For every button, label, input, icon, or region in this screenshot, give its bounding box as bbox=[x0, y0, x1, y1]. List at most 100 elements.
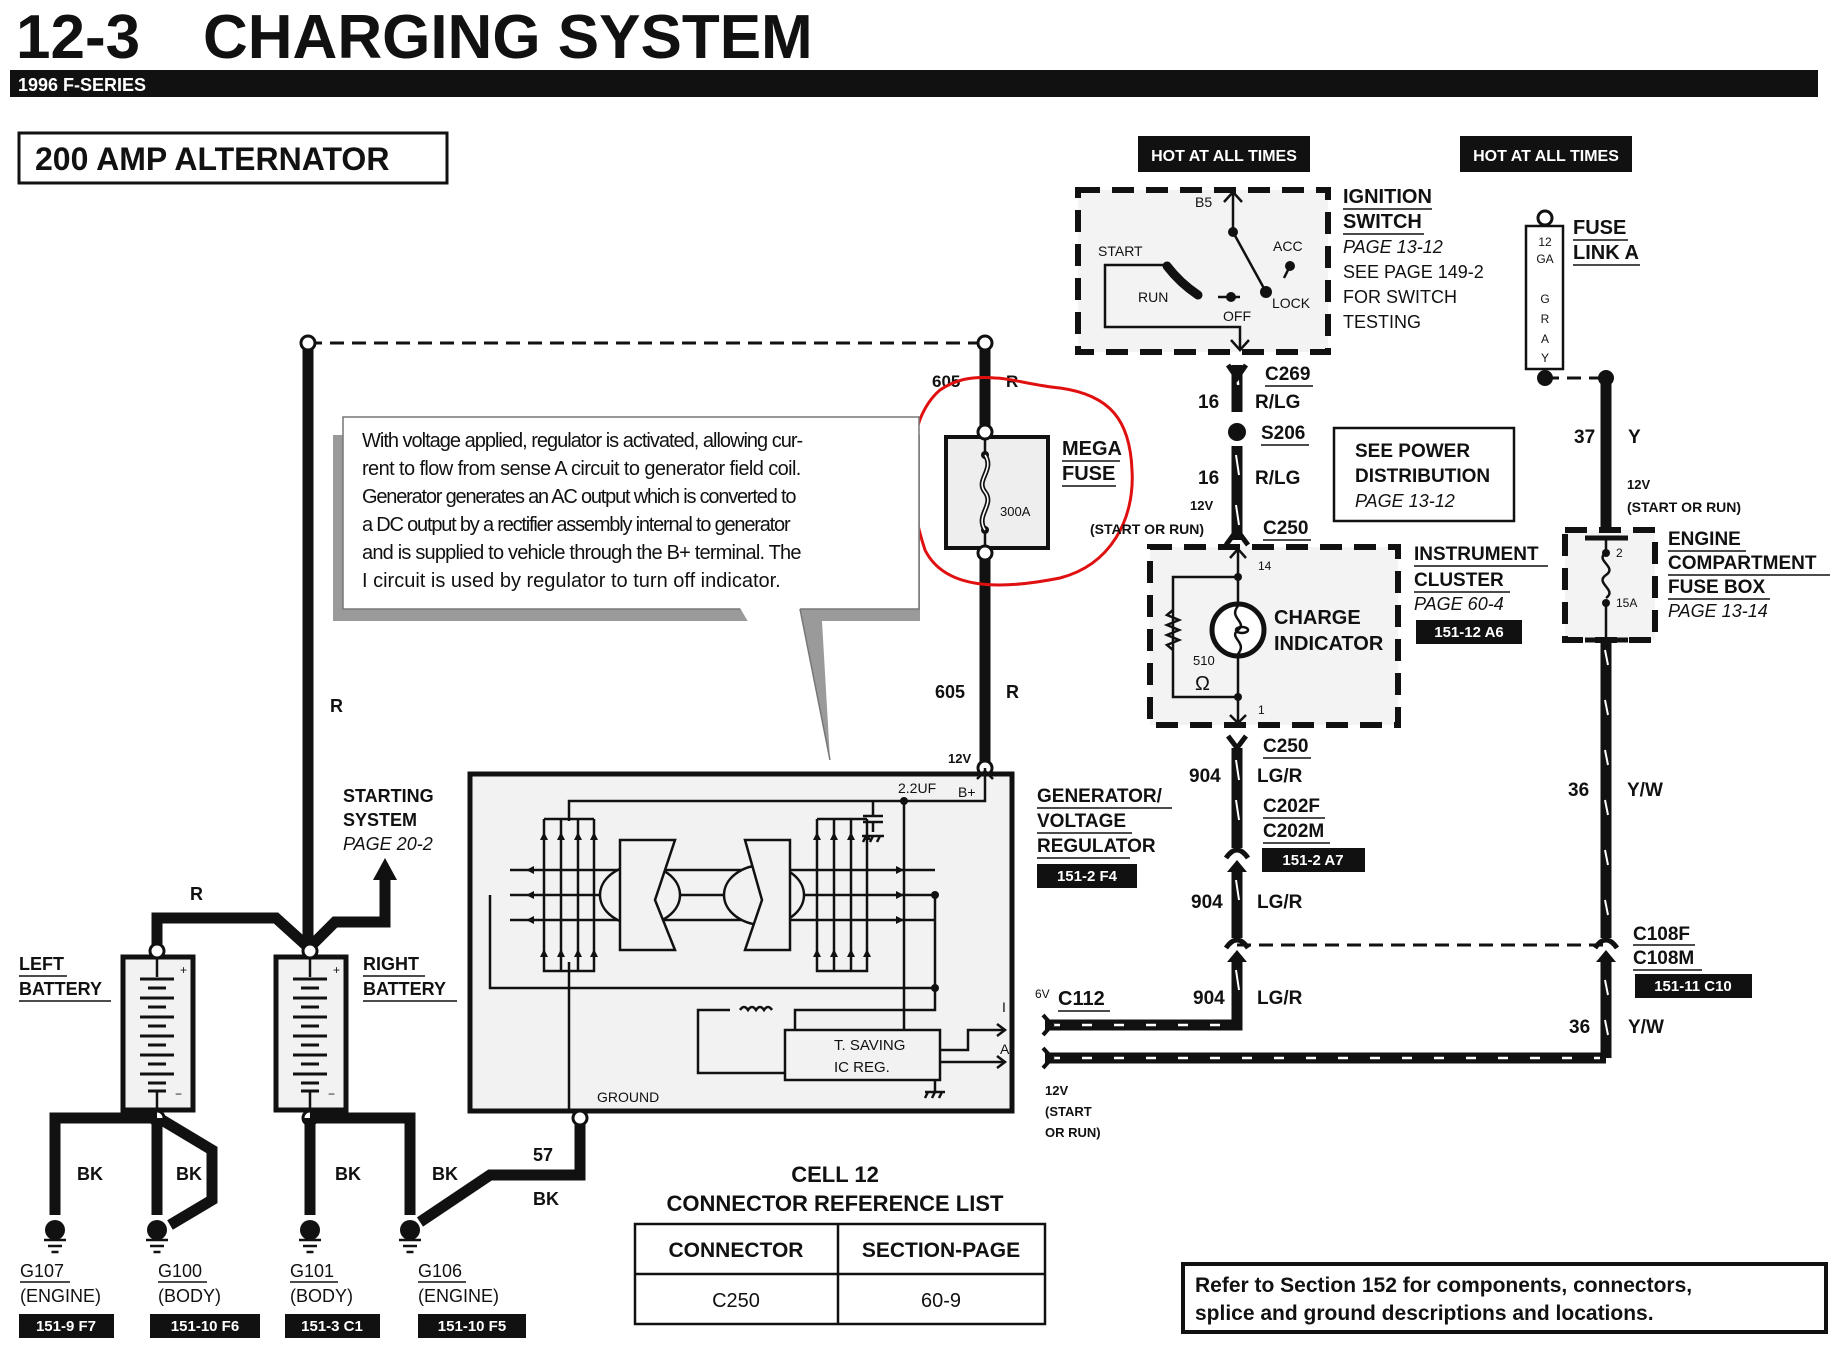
ground-g107: G107 (ENGINE) 151-9 F7 bbox=[19, 1261, 114, 1338]
power-distribution-line-1: SEE POWER bbox=[1355, 441, 1470, 462]
connector-reference-list: CELL 12 CONNECTOR REFERENCE LIST CONNECT… bbox=[633, 1162, 1047, 1326]
cluster-ref-box bbox=[1416, 620, 1522, 644]
wire4-color: LG/R bbox=[1257, 892, 1303, 913]
cluster-pin-bottom: 1 bbox=[1258, 703, 1265, 717]
right-battery-label-2: BATTERY bbox=[363, 979, 446, 999]
callout-line-6: I circuit is used by regulator to turn o… bbox=[362, 570, 781, 592]
c108m-label: C108M bbox=[1633, 948, 1694, 969]
capacitor-label: 2.2UF bbox=[898, 780, 936, 796]
mega-fuse-rating: 300A bbox=[1000, 504, 1031, 519]
g101-id: G101 bbox=[290, 1261, 334, 1281]
fuse-link-title-2: LINK A bbox=[1573, 242, 1639, 264]
right-battery-label-1: RIGHT bbox=[363, 954, 419, 974]
callout-line-3: Generator generates an AC output which i… bbox=[362, 486, 796, 508]
mega-fuse-title-1: MEGA bbox=[1062, 438, 1122, 460]
left-battery-plus: + bbox=[180, 963, 187, 977]
c250-top-label: C250 bbox=[1263, 518, 1308, 539]
ignition-switch-note-3: TESTING bbox=[1343, 312, 1421, 332]
generator-title-3: REGULATOR bbox=[1037, 836, 1156, 857]
battery-link-color: R bbox=[190, 884, 203, 904]
fuse-link-title-1: FUSE bbox=[1573, 217, 1626, 239]
ignition-switch-note-2: FOR SWITCH bbox=[1343, 287, 1457, 307]
g100-id: G100 bbox=[158, 1261, 202, 1281]
wire2-color: R/LG bbox=[1255, 468, 1300, 489]
g107-wire-color: BK bbox=[77, 1164, 103, 1184]
ignition-switch-title-1: IGNITION bbox=[1343, 186, 1432, 208]
g106-ref: 151-10 F5 bbox=[438, 1318, 506, 1335]
g101-ref: 151-3 C1 bbox=[301, 1318, 363, 1335]
battery-link-wire bbox=[151, 912, 312, 952]
reference-row-page: 60-9 bbox=[921, 1290, 961, 1312]
instrument-cluster: 14 1 510 Ω CHARGE INDICATOR bbox=[1147, 544, 1401, 728]
g106-wire-color: BK bbox=[432, 1164, 458, 1184]
i-terminal: I bbox=[1002, 999, 1006, 1015]
c269-label: C269 bbox=[1265, 364, 1310, 385]
power-distribution-box bbox=[1332, 426, 1516, 523]
fuse-box-title-3: FUSE BOX bbox=[1668, 577, 1765, 598]
reference-header-section: SECTION-PAGE bbox=[862, 1239, 1020, 1262]
ground-g100: G100 (BODY) 151-10 F6 bbox=[150, 1261, 260, 1338]
power-distribution-page: PAGE 13-12 bbox=[1355, 491, 1455, 511]
callout-line-1: With voltage applied, regulator is activ… bbox=[362, 430, 802, 452]
hot-label-box-1 bbox=[1138, 136, 1310, 172]
g107-id: G107 bbox=[20, 1261, 64, 1281]
right-wire-bottom-color: Y/W bbox=[1628, 1017, 1664, 1038]
fuse-box-page: PAGE 13-14 bbox=[1668, 601, 1768, 621]
left-battery: + − bbox=[120, 942, 196, 1127]
reference-title-1: CELL 12 bbox=[791, 1162, 879, 1187]
generator-title-1: GENERATOR/ bbox=[1037, 786, 1163, 807]
callout-line-5: and is supplied to vehicle through the B… bbox=[362, 542, 801, 564]
right-battery-minus: − bbox=[328, 1087, 335, 1101]
right-voltage-note: (START OR RUN) bbox=[1627, 499, 1741, 515]
fuse-link-color-r: R bbox=[1541, 312, 1550, 326]
wire4-number: 904 bbox=[1191, 892, 1223, 913]
c202m-label: C202M bbox=[1263, 821, 1324, 842]
wire2-number: 16 bbox=[1198, 468, 1219, 489]
reference-row-connector: C250 bbox=[712, 1290, 760, 1312]
fuse-link-color-y: Y bbox=[1541, 351, 1549, 365]
right-wire-top-number: 37 bbox=[1574, 427, 1595, 448]
c202f-label: C202F bbox=[1263, 796, 1320, 817]
ground-symbols bbox=[44, 1220, 421, 1254]
header-bar bbox=[10, 70, 1818, 97]
g106-id: G106 bbox=[418, 1261, 462, 1281]
switch-lock: LOCK bbox=[1272, 295, 1311, 311]
cluster-ref: 151-12 A6 bbox=[1434, 624, 1504, 641]
fuse-link-color-g: G bbox=[1540, 292, 1549, 306]
reference-title-2: CONNECTOR REFERENCE LIST bbox=[667, 1191, 1005, 1216]
g100-wire-color: BK bbox=[176, 1164, 202, 1184]
wire3-number: 904 bbox=[1189, 766, 1221, 787]
fuse-link-color-a: A bbox=[1541, 332, 1549, 346]
fuse-link-gauge-1: 12 bbox=[1538, 235, 1552, 249]
c250-bottom-label: C250 bbox=[1263, 736, 1308, 757]
left-battery-label-1: LEFT bbox=[19, 954, 64, 974]
s206-label: S206 bbox=[1261, 423, 1305, 444]
fuse-link-gauge-2: GA bbox=[1536, 252, 1553, 266]
section-number: 12-3 bbox=[16, 3, 140, 72]
ground-node bbox=[147, 1220, 167, 1240]
main-wire-color: R bbox=[330, 696, 343, 716]
right-column: 2 15A bbox=[1562, 378, 1658, 1058]
charge-indicator-2: INDICATOR bbox=[1274, 633, 1384, 655]
g107-ref: 151-9 F7 bbox=[36, 1318, 96, 1335]
cluster-pin-top: 14 bbox=[1258, 559, 1272, 573]
c202-ref: 151-2 A7 bbox=[1282, 852, 1343, 869]
footer-note-line-2: splice and ground descriptions and locat… bbox=[1195, 1302, 1654, 1325]
fuse-box-title-2: COMPARTMENT bbox=[1668, 553, 1817, 574]
ground-g101: G101 (BODY) 151-3 C1 bbox=[285, 1261, 380, 1338]
center-voltage-note: (START OR RUN) bbox=[1090, 521, 1204, 537]
right-battery-plus: + bbox=[333, 963, 340, 977]
c112-bottom-voltage-2: (START bbox=[1045, 1104, 1092, 1119]
c108-ref: 151-11 C10 bbox=[1654, 978, 1732, 995]
callout: With voltage applied, regulator is activ… bbox=[333, 416, 920, 761]
cluster-page: PAGE 60-4 bbox=[1414, 594, 1504, 614]
starting-system-1: STARTING bbox=[343, 786, 434, 806]
starting-system-2: SYSTEM bbox=[343, 810, 417, 830]
right-wire-bottom-number: 36 bbox=[1569, 1017, 1590, 1038]
left-battery-minus: − bbox=[175, 1087, 182, 1101]
regulator-line-1: T. SAVING bbox=[834, 1037, 905, 1054]
footer-note-box bbox=[1181, 1262, 1828, 1334]
callout-line-2: rent to flow from sense A circuit to gen… bbox=[362, 458, 801, 480]
g100-ref: 151-10 F6 bbox=[171, 1318, 239, 1335]
